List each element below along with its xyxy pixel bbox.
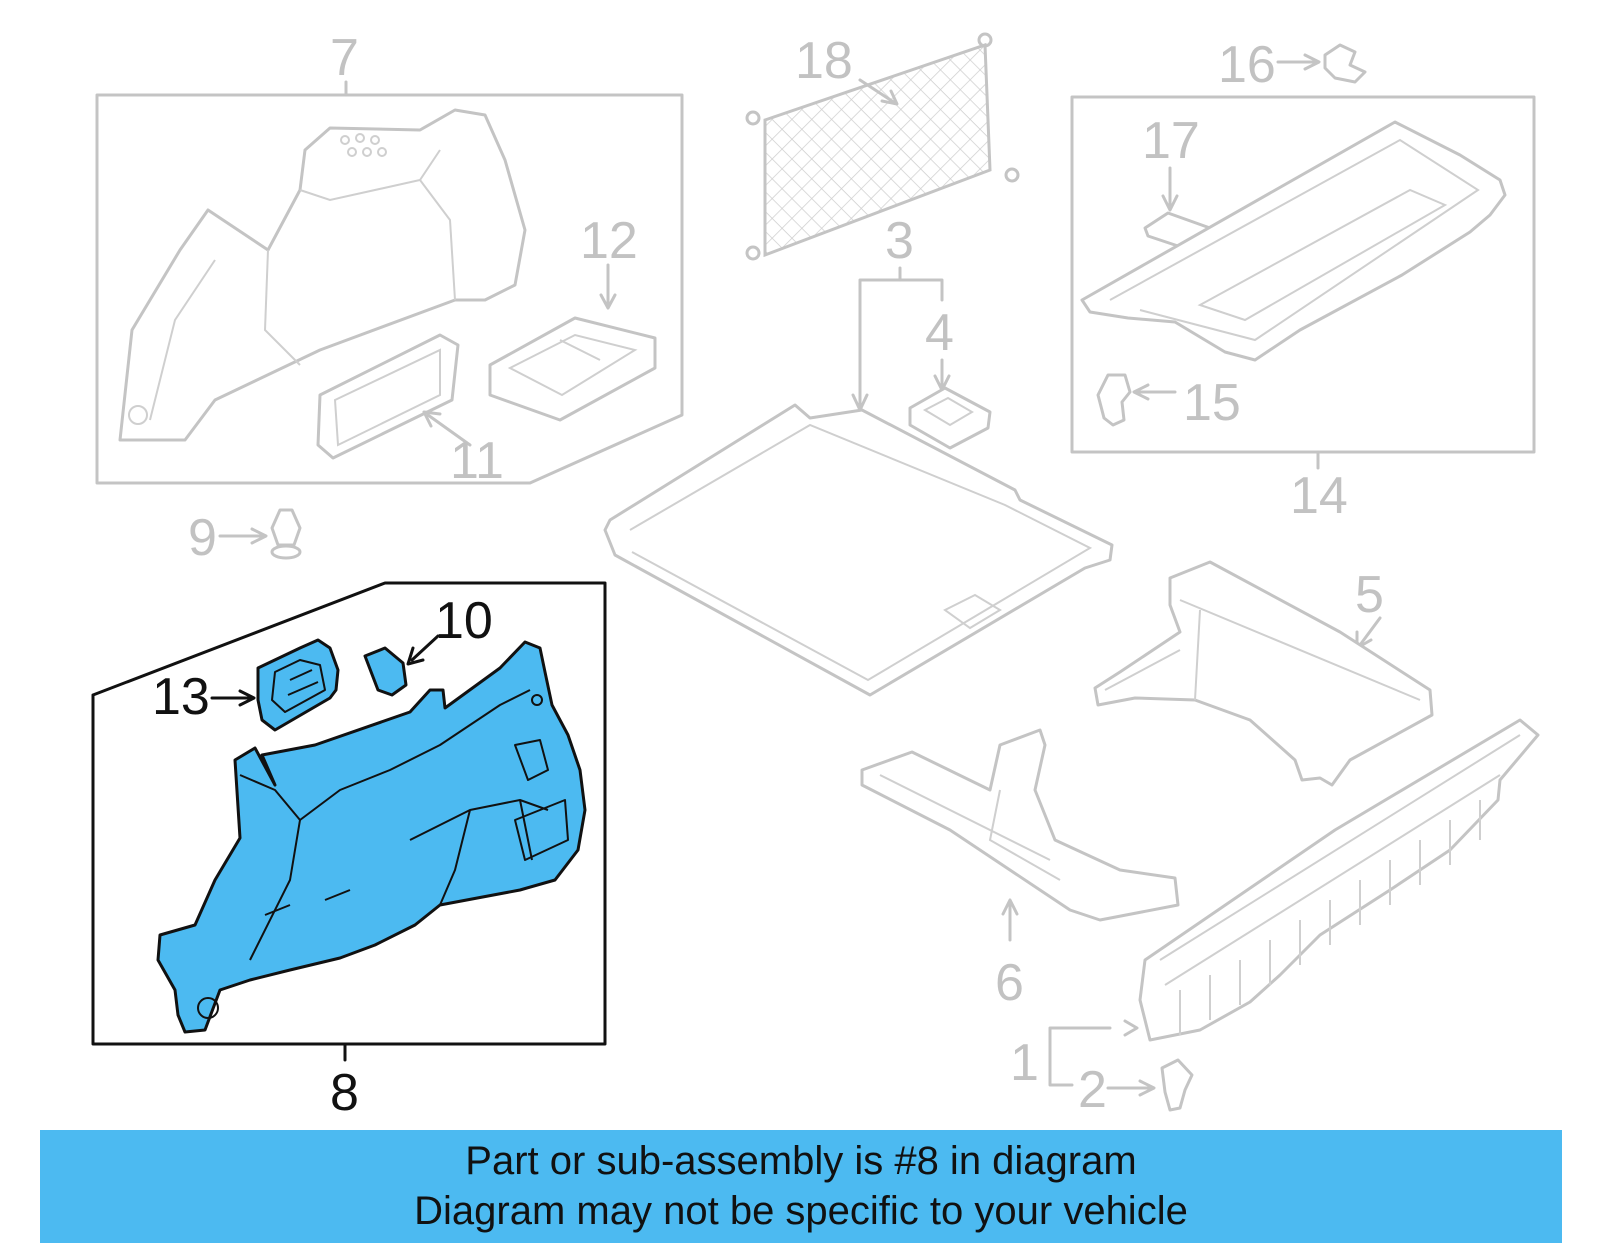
part-group-14: 14 17 15 16 (1070, 36, 1536, 525)
label-7: 7 (330, 29, 359, 87)
label-18: 18 (795, 32, 853, 90)
part-13-cover[interactable] (256, 638, 340, 732)
part-6-floor-section: 6 (860, 728, 1180, 1012)
label-17: 17 (1142, 112, 1200, 170)
part-10-cover[interactable] (363, 646, 408, 697)
part-11-panel (316, 333, 460, 460)
label-6: 6 (995, 954, 1024, 1012)
label-10: 10 (435, 592, 493, 650)
label-9: 9 (188, 509, 217, 567)
info-banner: Part or sub-assembly is #8 in diagram Di… (40, 1130, 1562, 1243)
label-8: 8 (330, 1064, 359, 1122)
banner-line-1: Part or sub-assembly is #8 in diagram (465, 1139, 1137, 1183)
part-4-handle: 4 (908, 304, 992, 450)
part-18-cargo-net: 18 (745, 32, 1020, 261)
label-5: 5 (1355, 566, 1384, 624)
part-8-quarter-trim-panel[interactable] (156, 640, 587, 1034)
label-3: 3 (885, 212, 914, 270)
label-11: 11 (450, 432, 504, 490)
part-2-clip: 2 (1078, 1058, 1194, 1119)
part-5-floor-section: 5 (1093, 560, 1434, 787)
part-1-sill-plate: 1 (1010, 718, 1540, 1092)
speaker-holes (340, 133, 387, 157)
label-4: 4 (925, 304, 954, 362)
part-3-floor-panel: 3 (603, 212, 1114, 697)
banner-line-2: Diagram may not be specific to your vehi… (414, 1189, 1188, 1233)
label-16: 16 (1218, 36, 1276, 94)
label-14: 14 (1290, 467, 1348, 525)
part-group-7: 7 12 11 (95, 29, 684, 490)
label-15: 15 (1183, 374, 1241, 432)
part-group-8: 8 13 10 (91, 581, 607, 1122)
label-2: 2 (1078, 1061, 1107, 1119)
part-12-tray (488, 316, 657, 422)
label-13: 13 (152, 668, 210, 726)
label-1: 1 (1010, 1034, 1039, 1092)
part-9-clip: 9 (188, 508, 302, 567)
label-12: 12 (580, 212, 638, 270)
